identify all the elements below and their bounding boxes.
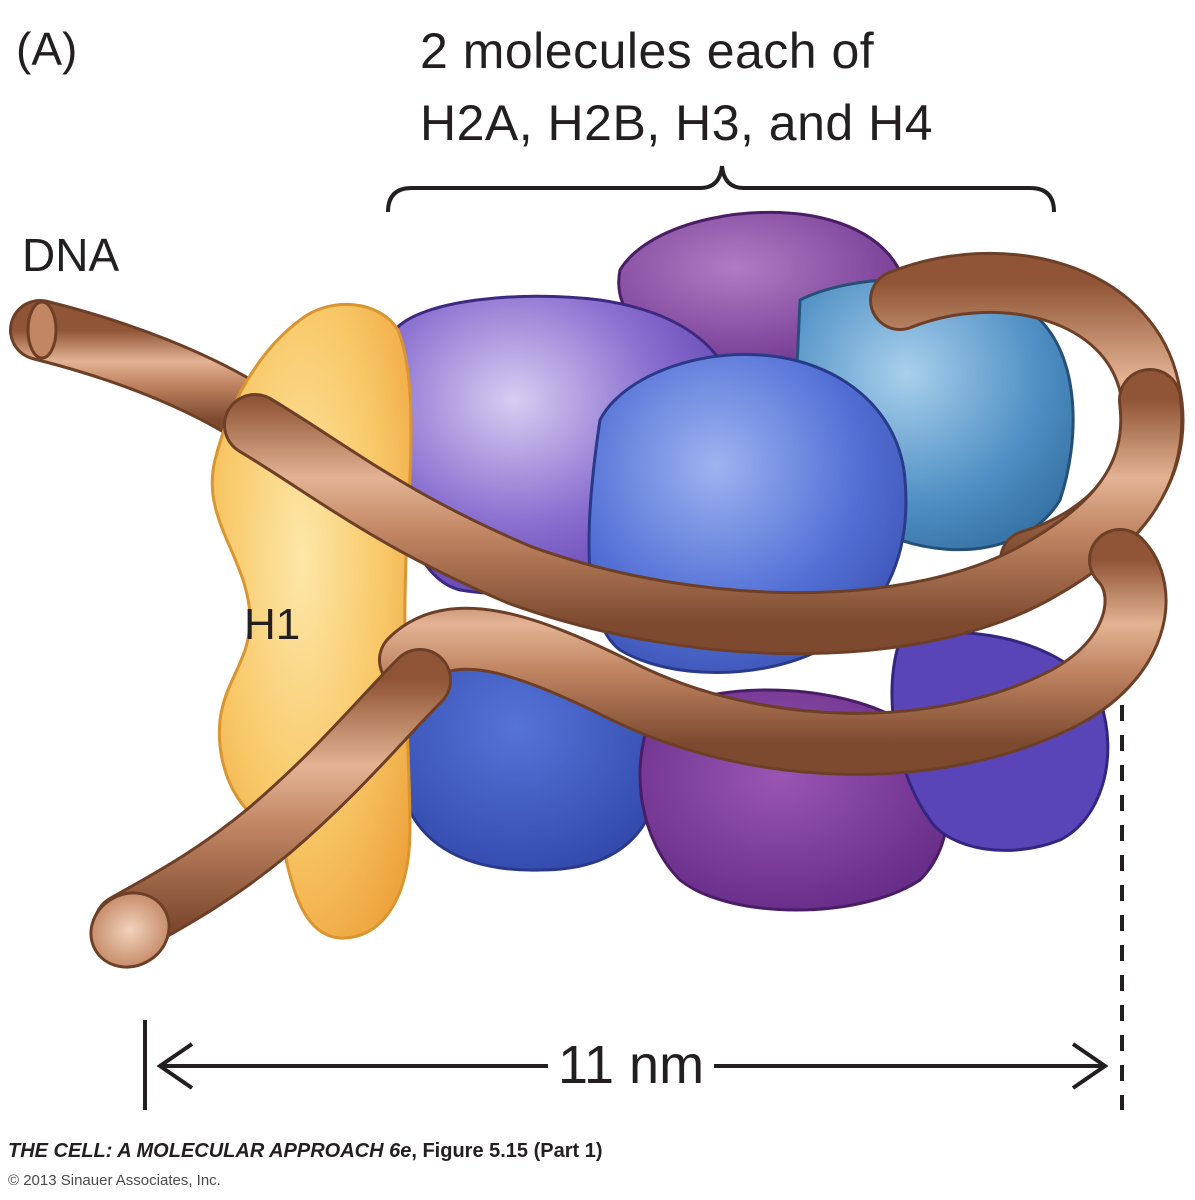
histone-bracket	[386, 165, 1056, 213]
scale-arrow-right-head	[1071, 1042, 1109, 1090]
scale-arrow-left-head	[156, 1042, 194, 1090]
histone-header-line2: H2A, H2B, H3, and H4	[420, 95, 934, 151]
caption-title: THE CELL: A MOLECULAR APPROACH 6e, Figur…	[8, 1140, 603, 1163]
panel-label: (A)	[16, 23, 78, 75]
dna-entry-end	[26, 300, 58, 360]
h1-label: H1	[244, 600, 301, 649]
caption-book-title: THE CELL: A MOLECULAR APPROACH 6e	[8, 1140, 412, 1162]
dna-exit-end	[89, 891, 171, 969]
copyright-notice: © 2013 Sinauer Associates, Inc.	[8, 1172, 221, 1189]
scale-label: 11 nm	[548, 1034, 715, 1096]
dna-label: DNA	[22, 229, 120, 281]
histone-header-line1: 2 molecules each of	[420, 23, 875, 79]
caption-figure-ref: , Figure 5.15 (Part 1)	[411, 1140, 603, 1162]
